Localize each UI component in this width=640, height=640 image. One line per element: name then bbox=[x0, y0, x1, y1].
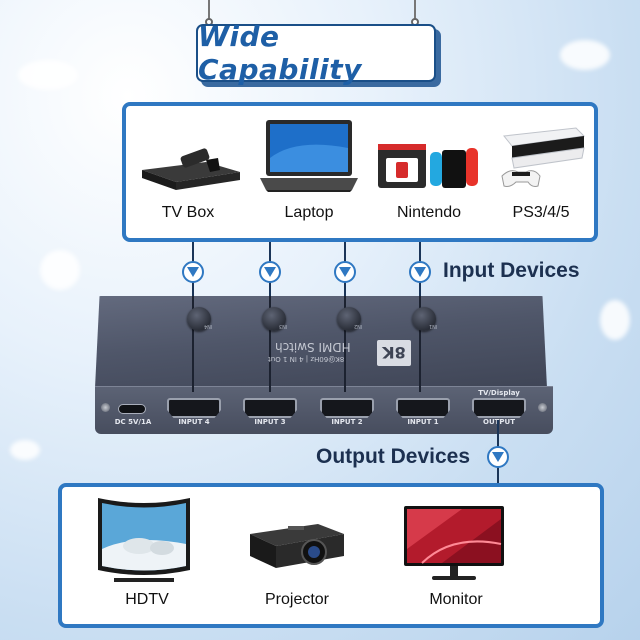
switch-subtitle-text: 8K@60Hz | 4 IN 1 Out bbox=[268, 355, 345, 363]
output-devices-label: Output Devices bbox=[316, 445, 471, 468]
playstation-icon bbox=[501, 127, 586, 187]
port-label-input-2: INPUT 2 bbox=[331, 418, 363, 426]
tv-box-icon bbox=[142, 148, 240, 190]
screw-right bbox=[538, 403, 547, 412]
title-sign: Wide Capability bbox=[196, 20, 436, 86]
hdtv-icon bbox=[98, 498, 190, 582]
switch-name-text: HDMI Switch bbox=[275, 340, 351, 354]
input-device-label-tv-box: TV Box bbox=[161, 204, 215, 221]
input-device-label-laptop: Laptop bbox=[284, 204, 334, 221]
projector-icon bbox=[250, 524, 344, 568]
8k-badge: 8K bbox=[377, 340, 411, 366]
power-port bbox=[118, 404, 146, 414]
arrow-down-icon bbox=[487, 446, 509, 468]
arrow-down-icon bbox=[334, 261, 356, 283]
port-label-tv-display: TV/Display bbox=[478, 389, 520, 397]
port-label-input-3: INPUT 3 bbox=[254, 418, 286, 426]
port-label-output: OUTPUT bbox=[483, 418, 515, 426]
input-devices-label: Input Devices bbox=[443, 259, 580, 282]
switch-button-input-1 bbox=[412, 307, 436, 331]
sign-string-left bbox=[208, 0, 210, 22]
button-mark-in3: IN3 bbox=[279, 323, 288, 329]
monitor-icon bbox=[404, 506, 504, 580]
power-port-label: DC 5V/1A bbox=[114, 418, 152, 426]
hdmi-port-input-2 bbox=[320, 398, 374, 418]
hdmi-port-output bbox=[472, 398, 526, 418]
hdmi-switch-body bbox=[95, 296, 547, 388]
laptop-icon bbox=[260, 120, 358, 192]
connector-line-overlay-2 bbox=[344, 296, 346, 392]
input-device-label-playstation: PS3/4/5 bbox=[512, 204, 570, 221]
button-mark-in2: IN2 bbox=[354, 323, 363, 329]
switch-button-input-4 bbox=[187, 307, 211, 331]
button-mark-in4: IN4 bbox=[204, 323, 213, 329]
nintendo-switch-icon bbox=[378, 144, 478, 188]
output-device-label-monitor: Monitor bbox=[429, 591, 483, 608]
button-mark-in1: IN1 bbox=[429, 323, 438, 329]
connector-line-overlay-3 bbox=[269, 296, 271, 392]
port-label-input-1: INPUT 1 bbox=[407, 418, 439, 426]
connector-line-overlay-4 bbox=[192, 296, 194, 392]
output-device-label-projector: Projector bbox=[264, 591, 330, 608]
switch-button-input-2 bbox=[337, 307, 361, 331]
arrow-down-icon bbox=[409, 261, 431, 283]
arrow-down-icon bbox=[259, 261, 281, 283]
hdmi-port-input-3 bbox=[243, 398, 297, 418]
port-label-input-4: INPUT 4 bbox=[178, 418, 210, 426]
output-device-label-hdtv: HDTV bbox=[125, 591, 169, 608]
connector-line-overlay-1 bbox=[419, 296, 421, 392]
switch-button-input-3 bbox=[262, 307, 286, 331]
hdmi-port-input-4 bbox=[167, 398, 221, 418]
page-title: Wide Capability bbox=[198, 20, 362, 86]
arrow-down-icon bbox=[182, 261, 204, 283]
input-device-label-nintendo: Nintendo bbox=[396, 204, 462, 221]
sign-string-right bbox=[414, 0, 416, 22]
hdmi-port-input-1 bbox=[396, 398, 450, 418]
screw-left bbox=[101, 403, 110, 412]
